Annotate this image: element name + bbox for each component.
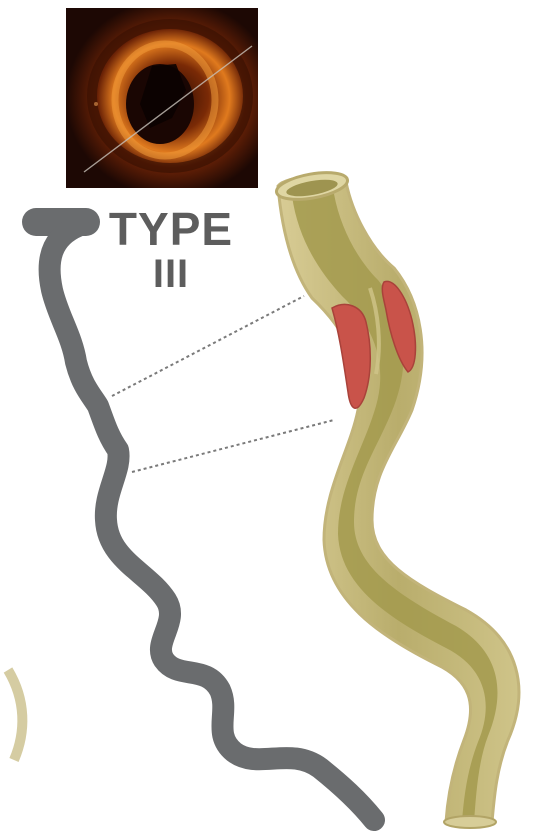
type-numeral-label: III <box>108 252 234 296</box>
oct-thumbnail-image <box>66 8 258 188</box>
type-label: TYPE <box>108 204 234 254</box>
vessel-illustration <box>274 168 518 828</box>
connector-lines <box>112 296 334 472</box>
dissection-flap-left <box>332 304 370 408</box>
